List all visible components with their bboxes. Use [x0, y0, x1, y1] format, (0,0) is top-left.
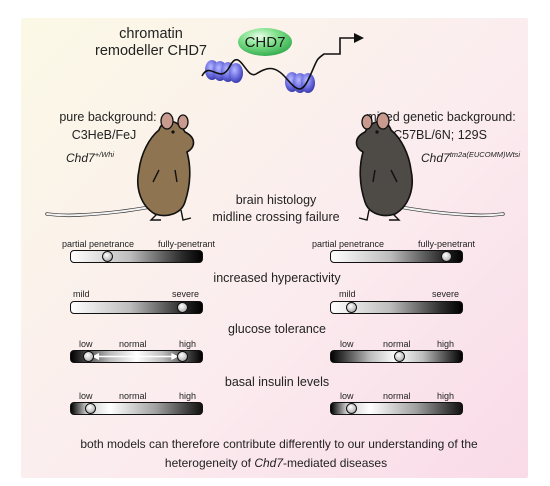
scale-marker	[102, 251, 114, 262]
chd7-protein-label: CHD7	[245, 34, 286, 51]
p2-left-label-mild: mild	[73, 289, 90, 299]
p4-left-label-high: high	[179, 391, 197, 401]
p1-left-label-partial: partial penetrance	[62, 239, 135, 249]
phenotype-1-title-line-2: midline crossing failure	[212, 210, 340, 224]
phenotype-4-title: basal insulin levels	[224, 375, 330, 389]
chromatin-illustration: CHD7	[201, 28, 364, 93]
footer-line-1: both models can therefore contribute dif…	[80, 437, 478, 451]
right-genotype: Chd7tm2a(EUCOMM)Wtsi	[421, 150, 521, 165]
scale-marker	[440, 251, 452, 262]
phenotype-2-title: increased hyperactivity	[213, 271, 341, 285]
p2-right-label-severe: severe	[432, 289, 460, 299]
p4-right-label-low: low	[340, 391, 354, 401]
right-background-line-2: C57BL/6N; 129S	[393, 128, 487, 142]
nucleosome-left	[205, 60, 243, 83]
p1-left-label-full: fully-penetrant	[158, 239, 216, 249]
p3-left-scale	[70, 350, 203, 363]
p3-left-label-high: high	[179, 339, 197, 349]
p3-left-label-normal: normal	[119, 339, 147, 349]
dna-strand	[201, 37, 354, 90]
p4-left-scale	[70, 402, 203, 415]
p1-right-label-partial: partial penetrance	[312, 239, 385, 249]
p4-left-label-normal: normal	[119, 391, 147, 401]
p3-right-label-normal: normal	[383, 339, 411, 349]
p3-right-label-low: low	[340, 339, 354, 349]
mouse-right-illustration	[355, 112, 505, 221]
p1-right-scale	[330, 250, 463, 263]
phenotype-3-title: glucose tolerance	[228, 322, 326, 336]
footer-line-2: heterogeneity of Chd7-mediated diseases	[164, 456, 388, 470]
phenotype-1-title-line-1: brain histology	[235, 193, 317, 207]
scale-marker	[176, 351, 188, 362]
scale-marker	[346, 302, 358, 313]
p1-left-scale	[70, 250, 203, 263]
p2-left-scale	[70, 301, 203, 314]
p3-right-label-high: high	[437, 339, 455, 349]
scale-marker	[176, 302, 188, 313]
p2-right-scale	[330, 301, 463, 314]
p2-left-label-severe: severe	[172, 289, 200, 299]
scale-marker	[85, 403, 97, 414]
p4-right-scale	[330, 402, 463, 415]
mouse-left-illustration	[45, 112, 195, 221]
p4-left-label-low: low	[79, 391, 93, 401]
p2-right-label-mild: mild	[339, 289, 356, 299]
scale-marker	[346, 403, 358, 414]
range-double-arrow-icon	[92, 353, 179, 360]
p4-right-label-normal: normal	[383, 391, 411, 401]
p4-right-label-high: high	[437, 391, 455, 401]
figure-panel	[21, 18, 528, 478]
right-background-line-1: mixed genetic background:	[366, 110, 516, 124]
title-line-2: remodeller CHD7	[94, 43, 208, 59]
p3-left-label-low: low	[79, 339, 93, 349]
scale-marker	[393, 351, 405, 362]
p3-right-scale	[330, 350, 463, 363]
left-background-line-2: C3HeB/FeJ	[71, 128, 137, 142]
chd7-protein	[238, 28, 292, 56]
p1-right-label-full: fully-penetrant	[418, 239, 476, 249]
transcription-arrow-icon	[354, 33, 364, 43]
left-background-line-1: pure background:	[59, 110, 157, 124]
title-line-1: chromatin	[119, 26, 183, 42]
scale-marker	[82, 351, 94, 362]
left-genotype: Chd7+/Whi	[66, 150, 115, 165]
